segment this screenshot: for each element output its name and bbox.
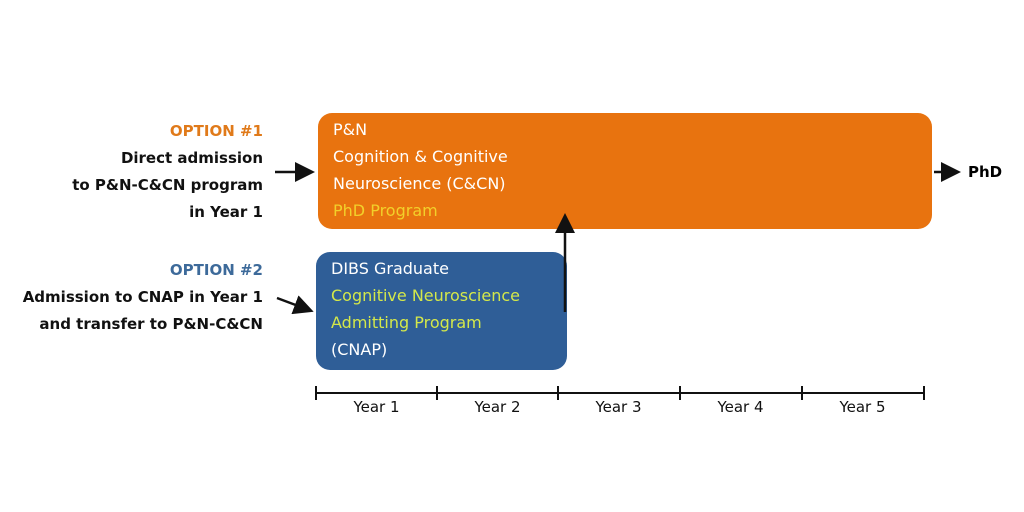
box-line: (CNAP): [331, 340, 388, 359]
year-label: Year 4: [717, 398, 764, 416]
year-label: Year 2: [474, 398, 521, 416]
year-label: Year 5: [839, 398, 886, 416]
box-line: PhD Program: [333, 201, 438, 220]
box-line: Admitting Program: [331, 313, 482, 332]
timeline-tick: [436, 386, 438, 400]
option-2-line: Admission to CNAP in Year 1: [22, 288, 263, 306]
option-1-heading: OPTION #1: [169, 122, 263, 140]
option-2-heading: OPTION #2: [169, 261, 263, 279]
year-label: Year 1: [353, 398, 400, 416]
box-line: Cognition & Cognitive: [333, 147, 508, 166]
option-1-text: OPTION #1 Direct admission to P&N-C&CN p…: [72, 118, 263, 226]
timeline-tick: [315, 386, 317, 400]
timeline-tick: [801, 386, 803, 400]
phd-outcome-label: PhD: [968, 163, 1003, 181]
box-line: P&N: [333, 120, 368, 139]
option-2-line: and transfer to P&N-C&CN: [39, 315, 263, 333]
cnap-box: DIBS Graduate Cognitive Neuroscience Adm…: [316, 252, 567, 370]
year-label: Year 3: [595, 398, 642, 416]
option-1-line: to P&N-C&CN program: [72, 176, 263, 194]
timeline-tick: [679, 386, 681, 400]
box-line: DIBS Graduate: [331, 259, 449, 278]
option-1-line: in Year 1: [189, 203, 263, 221]
timeline-tick: [923, 386, 925, 400]
box-line: Cognitive Neuroscience: [331, 286, 520, 305]
box-line: Neuroscience (C&CN): [333, 174, 506, 193]
pn-ccn-phd-program-box: P&N Cognition & Cognitive Neuroscience (…: [318, 113, 932, 229]
timeline-tick: [557, 386, 559, 400]
option-1-line: Direct admission: [120, 149, 263, 167]
option-2-text: OPTION #2 Admission to CNAP in Year 1 an…: [23, 257, 263, 338]
option-2-arrow: [276, 295, 314, 315]
